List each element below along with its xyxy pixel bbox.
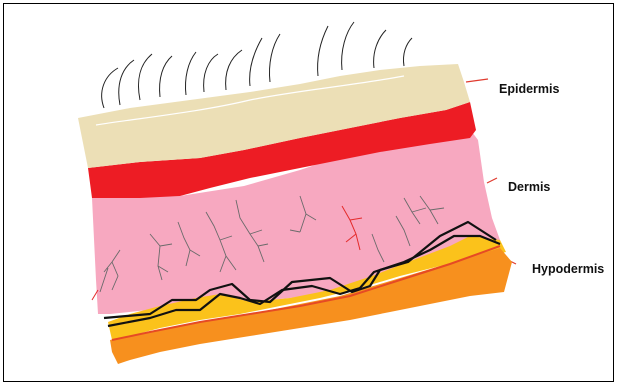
hair bbox=[374, 30, 386, 68]
pointer-dermis bbox=[487, 178, 497, 183]
pointer-epidermis bbox=[466, 79, 488, 82]
hair bbox=[318, 26, 328, 76]
dermis-label: Dermis bbox=[508, 180, 550, 194]
hair bbox=[102, 68, 118, 108]
hypodermis-label: Hypodermis bbox=[532, 262, 604, 276]
hair bbox=[160, 56, 172, 97]
hair bbox=[185, 52, 196, 95]
hair bbox=[139, 54, 153, 100]
epidermis-label: Epidermis bbox=[499, 82, 559, 96]
hair bbox=[204, 54, 218, 92]
hair bbox=[119, 60, 134, 105]
hair bbox=[250, 38, 262, 86]
hair bbox=[269, 34, 280, 82]
hair bbox=[226, 50, 242, 90]
hair bbox=[342, 22, 354, 70]
hair bbox=[403, 38, 412, 66]
